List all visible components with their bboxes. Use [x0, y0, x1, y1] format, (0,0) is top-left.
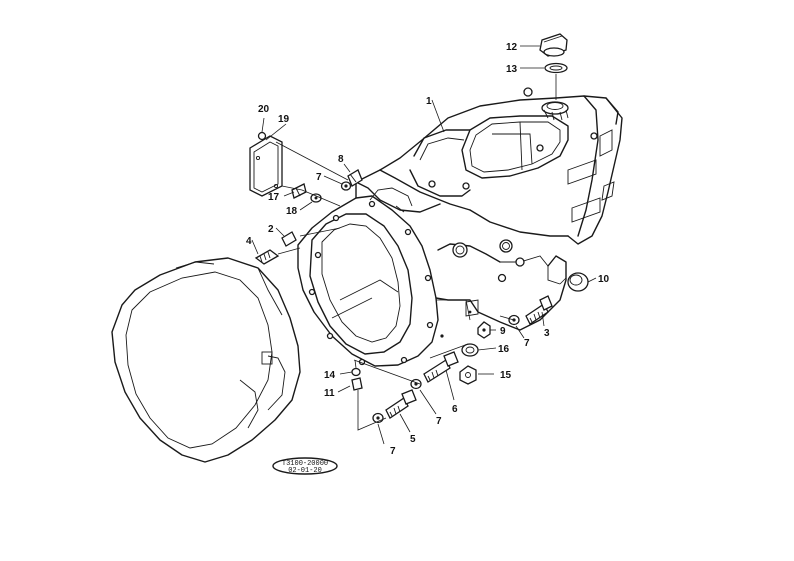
clutch-housing-outline: [111, 257, 301, 463]
dowel-pin: [281, 231, 297, 247]
reference-code: T3100-20000: [282, 460, 328, 468]
nut-9: [477, 321, 491, 339]
bolt-8: [347, 169, 363, 187]
callout-3: 3: [544, 328, 550, 339]
transmission-case: [297, 87, 623, 367]
callout-8: 8: [338, 154, 344, 165]
callout-7-right: 7: [524, 338, 530, 349]
bolt-6: [423, 351, 459, 383]
filler-cap: [539, 33, 568, 57]
washer-7-right: [508, 314, 520, 326]
callout-5: 5: [410, 434, 416, 445]
callout-16: 13: [506, 64, 518, 75]
callout-2: 2: [268, 224, 274, 235]
callout-12: 14: [324, 370, 336, 381]
reference-date: 02-01-20: [288, 467, 322, 475]
bolt-3: [525, 295, 553, 325]
callout-4: 4: [246, 236, 252, 247]
o-ring: [544, 62, 568, 74]
callout-7-top: 7: [316, 172, 322, 183]
washer-18: [310, 193, 322, 203]
callout-15: 12: [506, 42, 518, 53]
callout-7-mid: 7: [436, 416, 442, 427]
callout-10: 10: [598, 274, 610, 285]
reference-stamp: T3100-20000 02-01-20: [272, 457, 338, 475]
callout-17: 17: [268, 192, 280, 203]
callout-14: 16: [498, 344, 510, 355]
callout-19: 19: [278, 114, 290, 125]
bolt-5: [385, 389, 417, 419]
cover-bolt: [257, 131, 267, 141]
bolt-11: [351, 377, 363, 391]
drain-plug: [567, 272, 589, 292]
callout-7-low: 7: [390, 446, 396, 457]
washer-7-top: [340, 181, 352, 191]
callout-18: 18: [286, 206, 298, 217]
callout-1: 1: [426, 96, 432, 107]
plug-13: [459, 365, 477, 385]
oil-seal: [461, 343, 479, 357]
stud: [254, 249, 280, 265]
filler-neck: [541, 101, 569, 121]
washer-12: [351, 367, 361, 377]
leader-lines: [251, 45, 597, 445]
side-cover: [249, 135, 283, 197]
callout-6: 6: [452, 404, 458, 415]
callout-20: 20: [258, 104, 270, 115]
callout-11: 11: [324, 388, 335, 399]
callout-numbers: 12 13 1 20 19 8 7 17 18 2 4 10 3 7 9 16 …: [246, 42, 610, 457]
callout-13: 15: [500, 370, 512, 381]
assembly-lines: [275, 74, 567, 431]
callout-9: 9: [500, 326, 506, 337]
